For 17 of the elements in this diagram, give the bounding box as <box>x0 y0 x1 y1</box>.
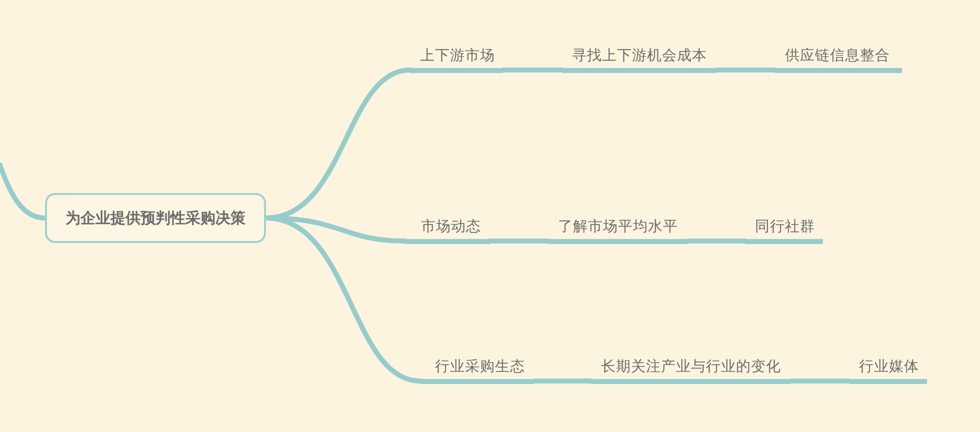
branch-line <box>532 378 594 384</box>
branch-line <box>686 238 748 244</box>
topic-label: 上下游市场 <box>410 46 503 72</box>
topic-label: 行业媒体 <box>849 358 927 384</box>
branch-line <box>788 378 852 384</box>
topic-label: 寻找上下游机会成本 <box>562 46 716 72</box>
topic-box: 为企业提供预判性采购决策 <box>45 193 266 243</box>
branch-line <box>0 162 48 220</box>
branch-line <box>500 68 564 72</box>
topic-label: 市场动态 <box>405 218 490 244</box>
topic-label: 同行社群 <box>745 218 823 244</box>
branch-line <box>714 68 778 72</box>
topic-label: 长期关注产业与行业的变化 <box>591 358 791 384</box>
topic-label: 了解市场平均水平 <box>548 218 688 244</box>
topic-label: 行业采购生态 <box>420 358 534 384</box>
branch-line <box>488 238 550 244</box>
topic-label: 供应链信息整合 <box>775 46 902 72</box>
